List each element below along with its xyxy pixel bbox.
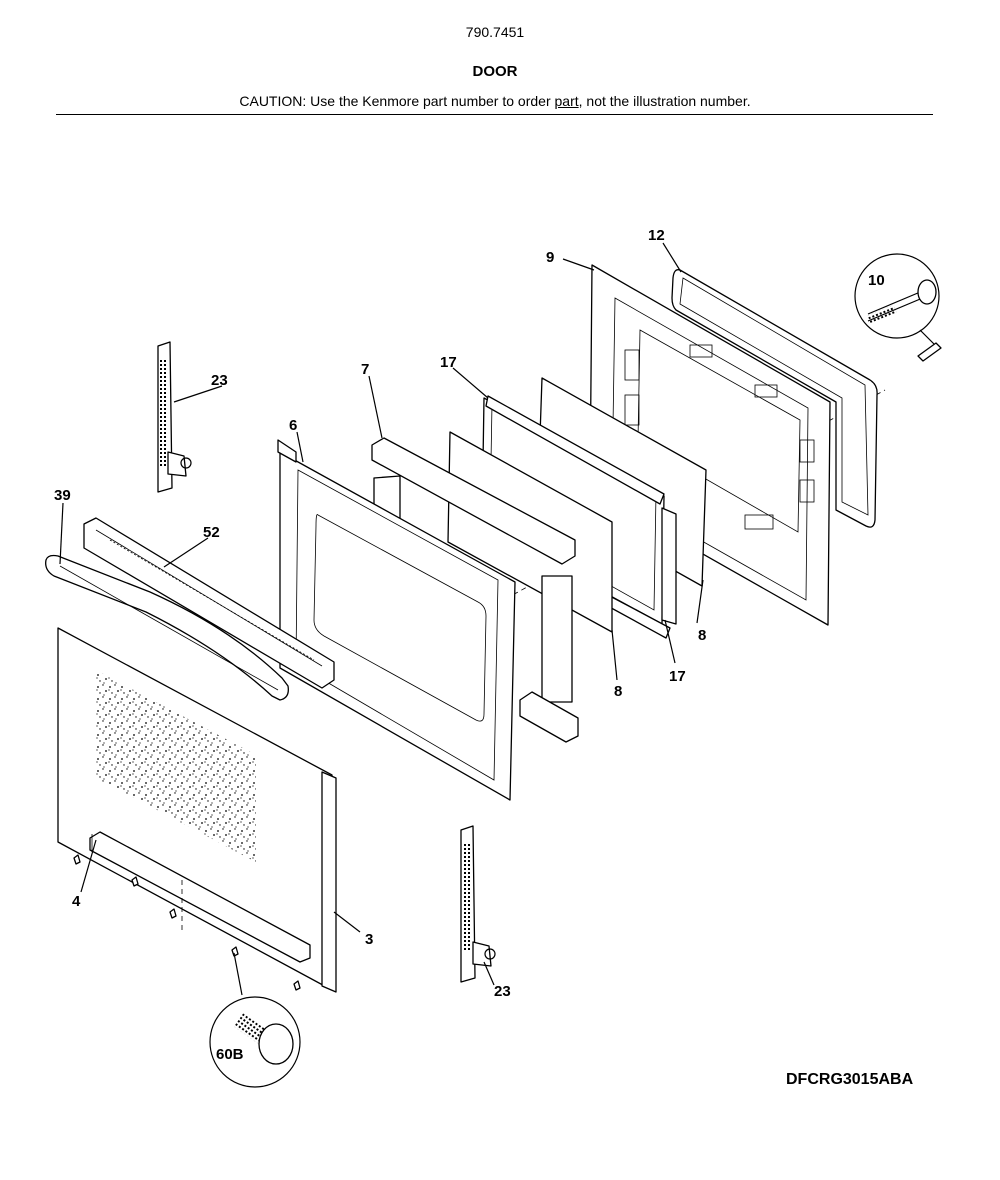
inner-door-panel (277, 439, 516, 801)
callout-39: 39 (54, 487, 71, 504)
insulation-top (371, 437, 576, 565)
glass-channel-lower (603, 507, 677, 639)
callout-52: 52 (203, 524, 220, 541)
lower-trim (89, 831, 311, 963)
callout-3: 3 (365, 931, 373, 948)
door-handle (45, 554, 289, 701)
callout-60b: 60B (216, 1046, 244, 1063)
callout-17-upper: 17 (440, 354, 457, 371)
header-divider (56, 114, 933, 115)
leader-lines (59, 242, 704, 996)
callout-4: 4 (72, 893, 81, 910)
screw-detail-10 (854, 253, 942, 362)
callout-6: 6 (289, 417, 297, 434)
screw-detail-60b (209, 996, 301, 1088)
door-screws (73, 854, 301, 991)
callout-8-upper: 8 (698, 627, 706, 644)
callout-12: 12 (648, 227, 665, 244)
outer-door-panel (57, 627, 337, 993)
caution-text-start: CAUTION: Use the Kenmore part number to … (239, 93, 555, 109)
hinge-lower (460, 825, 496, 983)
caution-text-end: , not the illustration number. (578, 93, 751, 109)
callout-7: 7 (361, 361, 369, 378)
door-gasket (671, 269, 878, 528)
callout-23-upper: 23 (211, 372, 228, 389)
callout-8-lower: 8 (614, 683, 622, 700)
diagram-code: DFCRG3015ABA (786, 1071, 914, 1088)
insulation-right (541, 575, 573, 703)
callout-23-lower: 23 (494, 983, 511, 1000)
door-vent-trim (83, 517, 335, 689)
callout-17-lower: 17 (669, 668, 686, 685)
callout-10: 10 (868, 272, 885, 289)
caution-text: CAUTION: Use the Kenmore part number to … (0, 93, 990, 109)
hinge-upper (157, 341, 192, 493)
callout-9: 9 (546, 249, 554, 266)
model-number: 790.7451 (465, 24, 525, 40)
section-title: DOOR (472, 63, 518, 80)
caution-part-link[interactable]: part (554, 93, 579, 109)
insulation-bottom (519, 691, 579, 743)
